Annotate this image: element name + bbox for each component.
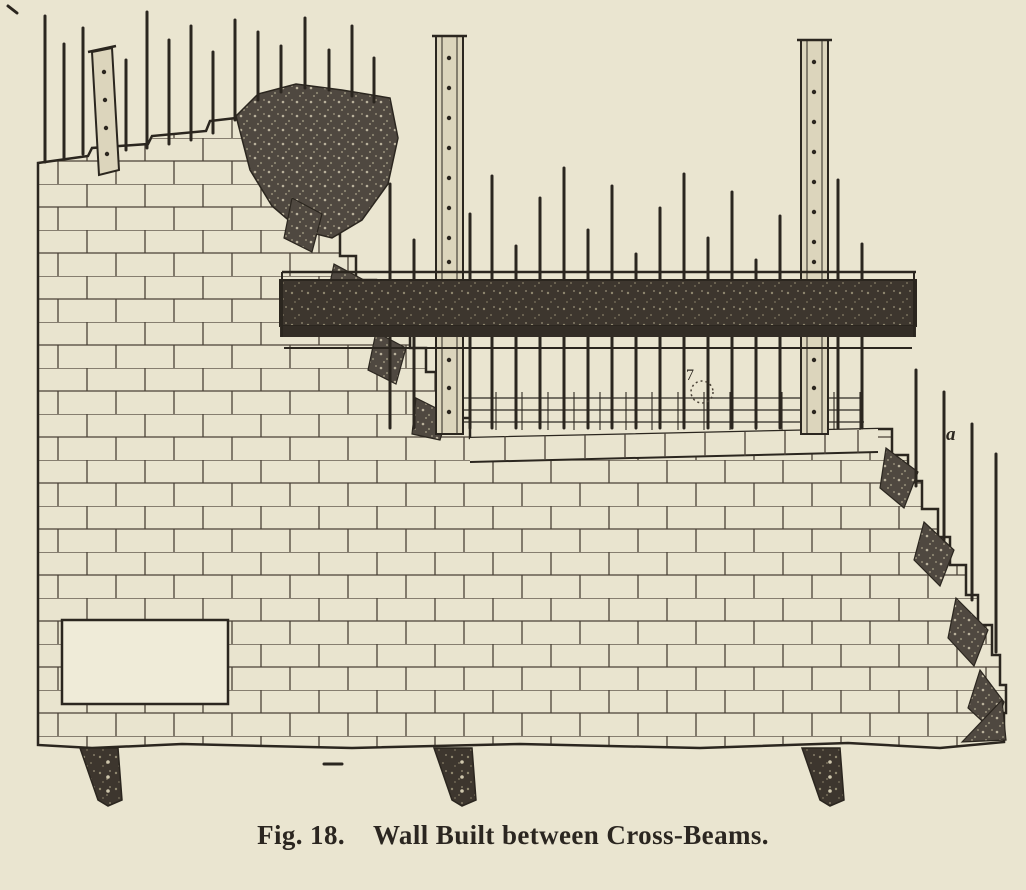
figure-18: 7 a Fig. 18. Wall Built between Cross-Bea… [6, 4, 1008, 850]
annotation-circle [690, 380, 714, 404]
annotation-a-label: a [946, 424, 956, 445]
rubble-mass [235, 83, 399, 239]
figure-caption: Fig. 18. Wall Built between Cross-Beams. [0, 820, 1026, 851]
support-brackets [78, 747, 845, 807]
annotation-7-label: 7 [686, 367, 694, 384]
steel-column-center [432, 34, 467, 435]
support-bracket-center [432, 747, 477, 807]
figure-title: Wall Built between Cross-Beams. [373, 820, 769, 850]
support-bracket-right [800, 747, 845, 807]
annotation-labels: 7 a [686, 367, 956, 445]
illustration-wall-between-cross-beams: 7 a [6, 4, 1008, 807]
print-marks [6, 4, 344, 766]
figure-number: Fig. 18. [257, 820, 346, 850]
wall-top-course [469, 429, 879, 463]
support-bracket-left [78, 747, 123, 807]
broken-brick-shading [283, 197, 1007, 743]
steel-column-left [87, 44, 121, 177]
cross-beam [279, 270, 917, 349]
steel-column-right [797, 38, 832, 435]
blank-panel [60, 618, 230, 706]
